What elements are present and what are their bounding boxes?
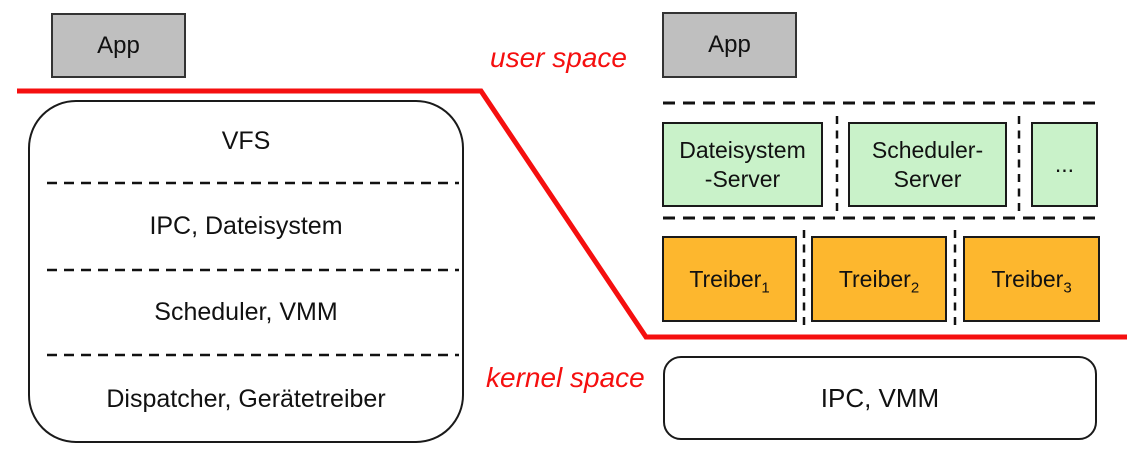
treiber3-label: Treiber3 — [991, 265, 1072, 297]
layer-scheduler-vmm: Scheduler, VMM — [154, 298, 338, 326]
kernel-space-label: kernel space — [486, 362, 645, 393]
layer-vfs: VFS — [221, 127, 271, 155]
user-space-label: user space — [490, 42, 627, 73]
dateisystem-server-line1: Dateisystem — [679, 136, 806, 163]
scheduler-server-box: Scheduler- Server — [848, 122, 1007, 207]
treiber1-label: Treiber1 — [689, 265, 770, 297]
scheduler-server-line2: Server — [893, 165, 962, 192]
scheduler-server-line1: Scheduler- — [871, 136, 984, 163]
layer-dispatcher-geraetetreiber: Dispatcher, Gerätetreiber — [106, 384, 386, 413]
treiber2-box: Treiber2 — [811, 236, 947, 322]
treiber2-label: Treiber2 — [838, 265, 920, 297]
microkernel-label: IPC, VMM — [820, 382, 940, 413]
ellipsis-server-label: ... — [1054, 151, 1075, 177]
dateisystem-server-box: Dateisystem -Server — [662, 122, 823, 207]
left-app-label: App — [97, 31, 140, 59]
ellipsis-server-box: ... — [1031, 122, 1098, 207]
dateisystem-server-line2: -Server — [704, 165, 781, 192]
right-app-box: App — [662, 12, 797, 78]
layer-ipc-dateisystem: IPC, Dateisystem — [149, 212, 343, 240]
treiber3-box: Treiber3 — [963, 236, 1100, 322]
right-app-label: App — [708, 31, 751, 58]
microkernel-box: IPC, VMM — [663, 356, 1097, 440]
left-app-box: App — [51, 13, 186, 78]
treiber1-box: Treiber1 — [662, 236, 797, 322]
